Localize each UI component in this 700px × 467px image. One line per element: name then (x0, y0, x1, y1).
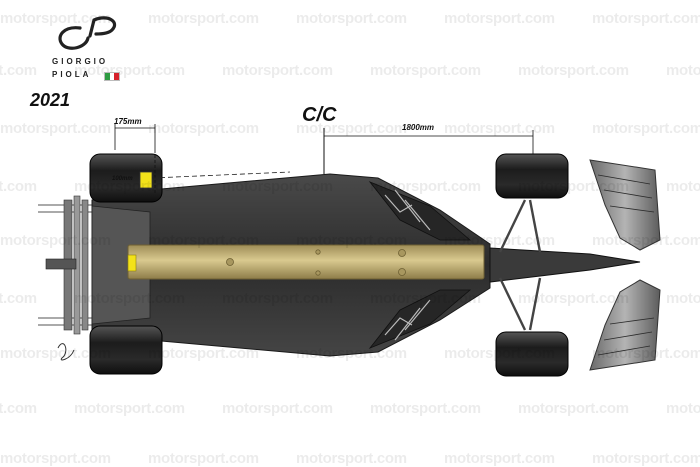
watermark-text: motorsport.com (0, 178, 37, 195)
watermark-text: motorsport.com (444, 120, 555, 137)
watermark-text: motorsport.com (666, 290, 700, 307)
year-label: 2021 (30, 90, 71, 110)
watermark-text: motorsport.com (518, 178, 629, 195)
watermark-text: motorsport.com (222, 400, 333, 417)
watermark-text: motorsport.com (296, 232, 407, 249)
logo-line-1: GIORGIO (52, 57, 109, 66)
rear-wing (38, 195, 92, 335)
watermark-text: motorsport.com (592, 10, 700, 27)
watermark-text: motorsport.com (0, 450, 111, 467)
watermark-text: motorsport.com (222, 62, 333, 79)
watermark-text: motorsport.com (592, 345, 700, 362)
watermark-text: motorsport.com (0, 345, 111, 362)
watermark-text: motorsport.com (370, 400, 481, 417)
watermark-text: motorsport.com (666, 62, 700, 79)
watermark-text: motorsport.com (296, 10, 407, 27)
watermark-text: motorsport.com (74, 62, 185, 79)
plank-yellow-highlight (127, 254, 137, 272)
bargeboard-upper (384, 189, 431, 231)
watermark-text: motorsport.com (444, 232, 555, 249)
diffuser-section (91, 205, 151, 325)
watermark-text: motorsport.com (592, 120, 700, 137)
watermark-text: motorsport.com (148, 10, 259, 27)
watermark-text: motorsport.com (148, 450, 259, 467)
skid-blocks (226, 249, 406, 276)
height-dimension-label: 100mm (112, 176, 133, 182)
width-dimension-label: 175mm (114, 117, 142, 126)
plank (127, 244, 485, 280)
length-dimension-label: 1800mm (402, 123, 435, 132)
tyre-rear-left (89, 153, 163, 203)
watermark-text: motorsport.com (0, 120, 111, 137)
tyre-rear-right (89, 325, 163, 375)
watermark-text: motorsport.com (296, 450, 407, 467)
watermark-text: motorsport.com (518, 290, 629, 307)
watermark-text: motorsport.com (296, 345, 407, 362)
watermark-text: motorsport.com (518, 400, 629, 417)
giorgio-piola-logo (58, 16, 117, 50)
watermark-text: motorsport.com (666, 400, 700, 417)
flag-green (105, 73, 110, 80)
dimension-1800mm (324, 130, 534, 154)
watermark-text: motorsport.com (148, 345, 259, 362)
sidepod-lower (368, 289, 472, 349)
watermark-text: motorsport.com (148, 120, 259, 137)
watermark-text: motorsport.com (74, 290, 185, 307)
watermark-text: motorsport.com (0, 290, 37, 307)
watermark-text: motorsport.com (74, 400, 185, 417)
logo-line-2: PIOLA (52, 70, 92, 79)
watermark-text: motorsport.com (370, 62, 481, 79)
nose-cone (489, 247, 641, 283)
watermark-text: motorsport.com (0, 62, 37, 79)
flag-red (114, 73, 120, 80)
front-wing-elements (597, 174, 655, 356)
watermark-text: motorsport.com (444, 450, 555, 467)
watermark-text: motorsport.com (444, 10, 555, 27)
sidepod-upper (368, 181, 472, 241)
floor-edge-dashed-line (151, 171, 291, 179)
watermark-text: motorsport.com (222, 178, 333, 195)
flag-white (109, 73, 115, 80)
watermark-text: motorsport.com (296, 120, 407, 137)
watermark-text: motorsport.com (222, 290, 333, 307)
tyre-front-left (495, 153, 569, 199)
watermark-text: motorsport.com (518, 62, 629, 79)
watermark-text: motorsport.com (74, 178, 185, 195)
watermark-text: motorsport.com (370, 290, 481, 307)
artist-signature (57, 343, 75, 361)
height-marker-100mm (139, 171, 153, 189)
watermark-text: motorsport.com (370, 178, 481, 195)
watermark-text: motorsport.com (592, 232, 700, 249)
watermark-text: motorsport.com (0, 10, 111, 27)
watermark-text: motorsport.com (0, 232, 111, 249)
watermark-text: motorsport.com (0, 400, 37, 417)
watermark-text: motorsport.com (666, 178, 700, 195)
watermark-text: motorsport.com (592, 450, 700, 467)
dimension-175mm (114, 124, 156, 195)
front-suspension (498, 199, 542, 331)
watermark-text: motorsport.com (444, 345, 555, 362)
bargeboard-lower (384, 299, 431, 341)
centre-label: C/C (302, 104, 337, 126)
tyre-front-right (495, 331, 569, 377)
watermark-text: motorsport.com (148, 232, 259, 249)
italian-flag (104, 72, 120, 81)
